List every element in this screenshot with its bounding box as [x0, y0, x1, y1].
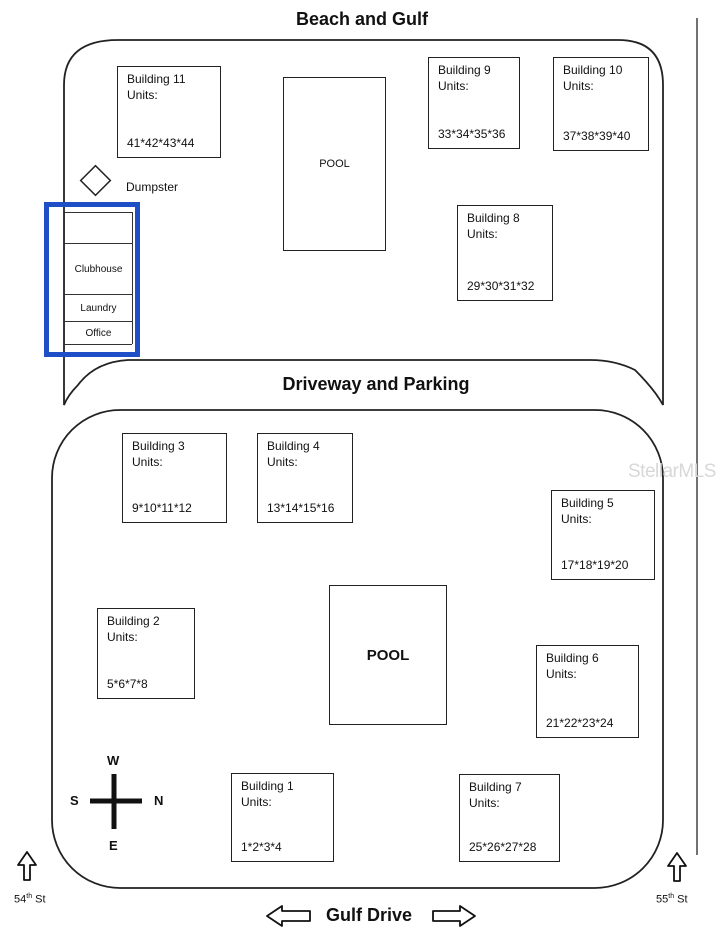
units-label: Units:	[469, 796, 500, 810]
compass-north-label: N	[154, 793, 164, 808]
street-name: St	[35, 893, 46, 906]
units-label: Units:	[563, 79, 594, 93]
building-3[interactable]: Building 3 Units: 9*10*11*12	[122, 433, 227, 523]
building-name: Building 4	[267, 439, 320, 453]
pool-label: POOL	[366, 646, 410, 664]
building-name: Building 6	[546, 651, 599, 665]
lower-area-outline	[51, 409, 664, 889]
units-label: Units:	[267, 455, 298, 469]
units-label: Units:	[467, 227, 498, 241]
highlight-box	[44, 202, 140, 357]
street-number: 54	[14, 893, 27, 906]
clubhouse[interactable]: Clubhouse	[65, 244, 132, 295]
building-7[interactable]: Building 7 Units: 25*26*27*28	[459, 774, 560, 862]
street-55th-label: 55th St	[656, 893, 688, 906]
heading-beach-and-gulf: Beach and Gulf	[295, 9, 429, 29]
unit-numbers: 13*14*15*16	[267, 501, 335, 515]
upper-pool: POOL	[283, 77, 386, 251]
laundry-label: Laundry	[80, 302, 117, 314]
street-name: St	[677, 893, 688, 906]
building-name: Building 2	[107, 614, 160, 628]
unit-numbers: 33*34*35*36	[438, 127, 506, 141]
street-suffix: th	[26, 893, 33, 900]
unit-numbers: 29*30*31*32	[467, 279, 535, 293]
upper-area-outline	[63, 39, 664, 406]
amenity-empty-cell	[65, 213, 132, 244]
office-label: Office	[85, 327, 112, 339]
heading-driveway-and-parking: Driveway and Parking	[282, 374, 470, 394]
building-name: Building 11	[127, 72, 186, 86]
building-9[interactable]: Building 9 Units: 33*34*35*36	[428, 57, 520, 149]
unit-numbers: 21*22*23*24	[546, 716, 614, 730]
arrow-left-icon	[266, 905, 311, 927]
clubhouse-label: Clubhouse	[74, 263, 123, 275]
compass-east-label: E	[109, 838, 118, 853]
building-name: Building 3	[132, 439, 185, 453]
units-label: Units:	[132, 455, 163, 469]
units-label: Units:	[546, 667, 577, 681]
arrow-up-left-icon	[17, 851, 37, 881]
building-name: Building 10	[563, 63, 623, 77]
building-4[interactable]: Building 4 Units: 13*14*15*16	[257, 433, 353, 523]
building-6[interactable]: Building 6 Units: 21*22*23*24	[536, 645, 639, 738]
building-name: Building 5	[561, 496, 614, 510]
street-54th-label: 54th St	[14, 893, 46, 906]
unit-numbers: 5*6*7*8	[107, 677, 148, 691]
units-label: Units:	[438, 79, 469, 93]
building-11[interactable]: Building 11 Units: 41*42*43*44	[117, 66, 221, 158]
unit-numbers: 17*18*19*20	[561, 558, 629, 572]
pool-label: POOL	[319, 158, 350, 170]
street-suffix: th	[668, 893, 675, 900]
compass-south-label: S	[70, 793, 79, 808]
arrow-up-right-icon	[667, 852, 687, 882]
units-label: Units:	[127, 88, 158, 102]
building-name: Building 1	[241, 779, 294, 793]
units-label: Units:	[107, 630, 138, 644]
building-1[interactable]: Building 1 Units: 1*2*3*4	[231, 773, 334, 862]
unit-numbers: 1*2*3*4	[241, 840, 282, 854]
compass-west-label: W	[107, 753, 120, 768]
building-name: Building 7	[469, 780, 522, 794]
building-10[interactable]: Building 10 Units: 37*38*39*40	[553, 57, 649, 151]
building-5[interactable]: Building 5 Units: 17*18*19*20	[551, 490, 655, 580]
building-2[interactable]: Building 2 Units: 5*6*7*8	[97, 608, 195, 699]
watermark: StellarMLS	[628, 461, 716, 482]
unit-numbers: 37*38*39*40	[563, 129, 631, 143]
office[interactable]: Office	[65, 322, 132, 345]
street-number: 55	[656, 893, 669, 906]
building-8[interactable]: Building 8 Units: 29*30*31*32	[457, 205, 553, 301]
amenities-building[interactable]: Clubhouse Laundry Office	[64, 212, 133, 345]
unit-numbers: 9*10*11*12	[132, 501, 192, 515]
building-name: Building 8	[467, 211, 520, 225]
lower-pool: POOL	[329, 585, 447, 725]
dumpster-label: Dumpster	[126, 180, 179, 194]
laundry[interactable]: Laundry	[65, 295, 132, 322]
units-label: Units:	[561, 512, 592, 526]
heading-gulf-drive: Gulf Drive	[326, 905, 413, 925]
units-label: Units:	[241, 795, 272, 809]
unit-numbers: 41*42*43*44	[127, 136, 195, 150]
building-name: Building 9	[438, 63, 491, 77]
compass-cross-icon	[90, 774, 142, 829]
arrow-right-icon	[432, 905, 476, 927]
dumpster-icon	[79, 164, 112, 197]
unit-numbers: 25*26*27*28	[469, 840, 537, 854]
